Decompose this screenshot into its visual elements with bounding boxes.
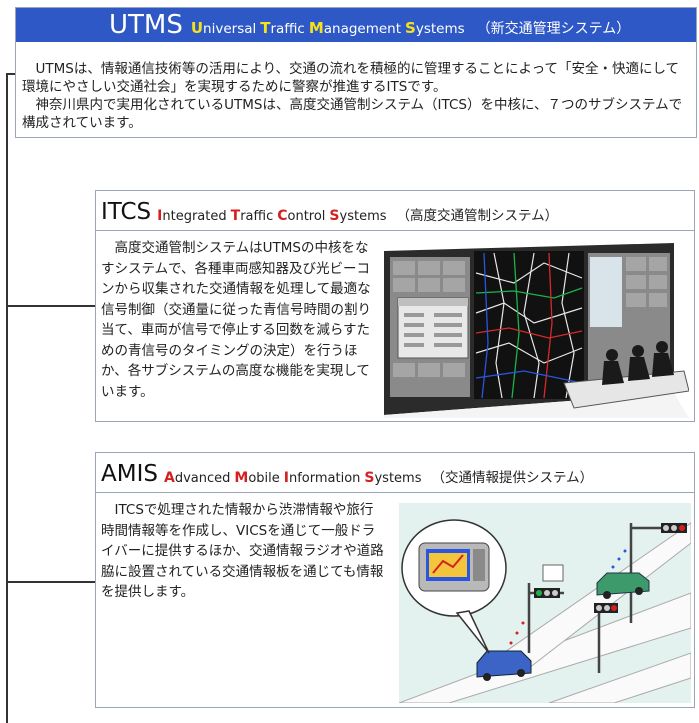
amis-expansion-word: Systems <box>364 470 422 486</box>
itcs-expansion-word: Control <box>277 208 326 224</box>
itcs-heading: ITCS Integrated Traffic Control Systems … <box>96 191 694 231</box>
itcs-expansion-word: Integrated <box>157 208 227 224</box>
utms-paragraph: UTMSは、情報通信技術等の活用により、交通の流れを積極的に管理することによって… <box>22 61 680 95</box>
road-information-illustration <box>399 503 691 703</box>
utms-expansion-word: Management <box>308 19 402 37</box>
utms-title: UTMS <box>109 10 183 40</box>
utms-japanese-name: （新交通管理システム） <box>476 21 631 37</box>
itcs-expansion-word: Systems <box>329 208 387 224</box>
amis-japanese-name: （交通情報提供システム） <box>431 470 594 486</box>
utms-title-bar: UTMS Universal Traffic Management System… <box>16 8 696 42</box>
itcs-description: 高度交通管制システムはUTMSの中核をなすシステムで、各種車両感知器及び光ビーコ… <box>101 240 371 400</box>
utms-paragraph: 神奈川県内で実用化されているUTMSは、高度交通管制システム（ITCS）を中核に… <box>22 97 683 131</box>
utms-expansion-word: Traffic <box>260 19 305 37</box>
tree-vertical-line <box>6 73 8 723</box>
itcs-japanese-name: （高度交通管制システム） <box>396 208 559 224</box>
itcs-panel: ITCS Integrated Traffic Control Systems … <box>95 190 695 422</box>
tree-branch-itcs <box>6 305 95 307</box>
amis-expansion-word: Mobile <box>234 470 280 486</box>
traffic-control-center-illustration <box>384 243 689 418</box>
amis-panel: AMIS Advanced Mobile Information Systems… <box>95 452 695 708</box>
itcs-title: ITCS <box>101 199 152 225</box>
blue-car-icon <box>476 650 532 681</box>
utms-description: UTMSは、情報通信技術等の活用により、交通の流れを積極的に管理することによって… <box>22 60 690 132</box>
utms-expansion-word: Universal <box>190 19 257 37</box>
amis-title: AMIS <box>101 461 158 487</box>
amis-description: ITCSで処理された情報から渋滞情報や旅行時間情報等を作成し、VICSを通じて一… <box>101 502 384 600</box>
itcs-expansion-word: Traffic <box>230 208 274 224</box>
utms-expansion-word: Systems <box>405 19 465 37</box>
tree-branch-amis <box>6 581 95 583</box>
amis-heading: AMIS Advanced Mobile Information Systems… <box>96 453 694 493</box>
utms-overview-panel: UTMS Universal Traffic Management System… <box>15 7 697 138</box>
green-car-icon <box>596 572 650 599</box>
tree-branch-utms <box>6 73 15 75</box>
amis-expansion-word: Information <box>283 470 361 486</box>
amis-expansion-word: Advanced <box>163 470 231 486</box>
